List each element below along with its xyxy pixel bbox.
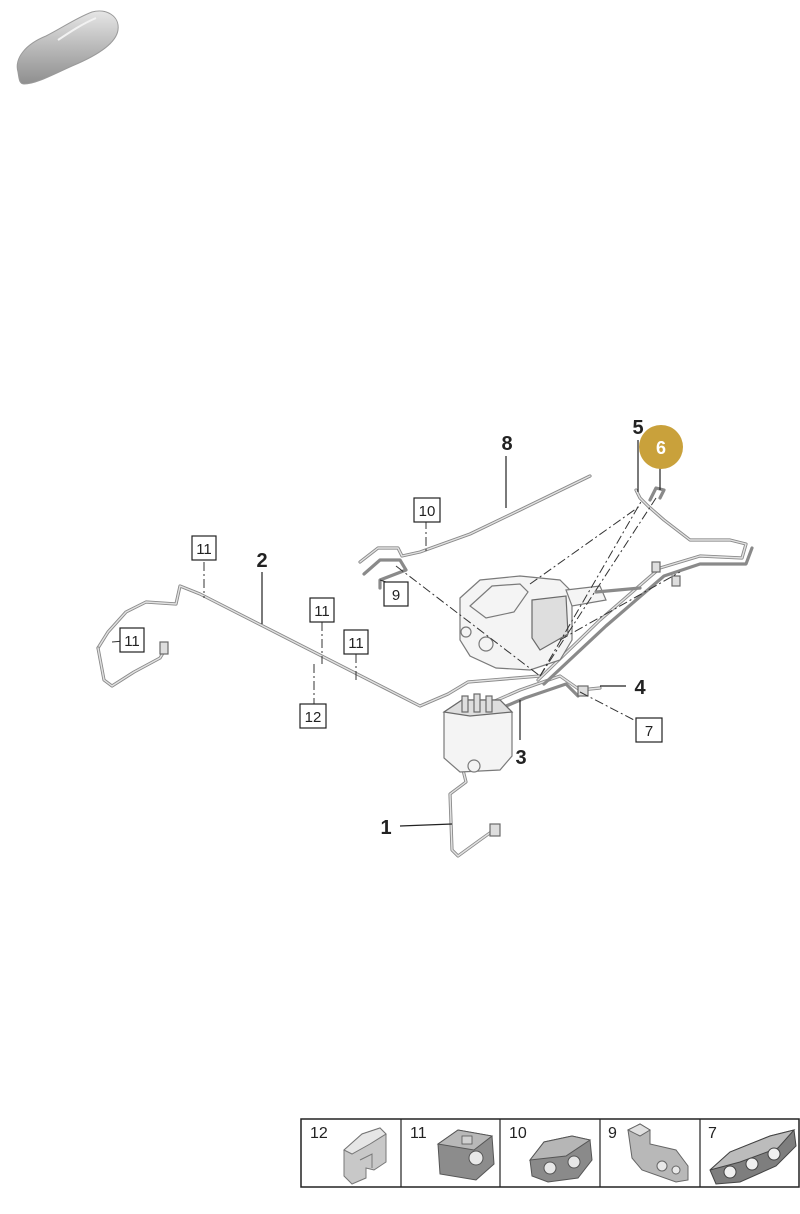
legend-label-9: 9	[608, 1125, 617, 1142]
clip-12-icon	[343, 1127, 387, 1185]
callout-5: 5	[632, 417, 643, 439]
legend-label-10: 10	[509, 1125, 527, 1142]
legend-label-12: 12	[310, 1125, 328, 1142]
callout-4: 4	[634, 677, 646, 699]
brake-line-pipes	[96, 474, 754, 858]
parts-legend-table: 12 11 10 9 7	[300, 1118, 800, 1188]
clip-10-icon	[528, 1135, 593, 1183]
callout-6-label: 6	[656, 438, 666, 458]
highlighted-callout-6[interactable]: 6	[639, 425, 683, 469]
clip-11-icon	[436, 1129, 495, 1181]
callout-2: 2	[256, 550, 267, 572]
svg-text:11: 11	[124, 633, 140, 650]
boxed-callout-10: 10	[413, 497, 441, 523]
hydraulic-unit	[442, 693, 514, 773]
brake-booster-assembly	[459, 575, 642, 671]
boxed-callout-9: 9	[383, 581, 409, 607]
svg-text:12: 12	[305, 709, 322, 726]
callout-8: 8	[501, 433, 512, 455]
legend-label-11: 11	[410, 1125, 427, 1142]
boxed-callout-11-c: 11	[343, 629, 369, 655]
svg-text:7: 7	[645, 723, 653, 740]
svg-text:11: 11	[314, 603, 330, 620]
callout-3: 3	[515, 747, 526, 769]
clip-7-icon	[709, 1129, 797, 1185]
assembly-lines	[111, 497, 681, 721]
car-silhouette-icon	[16, 10, 119, 85]
boxed-callout-7: 7	[635, 717, 663, 743]
boxed-callout-12: 12	[299, 703, 327, 729]
legend-label-7: 7	[708, 1125, 717, 1142]
svg-text:11: 11	[196, 541, 212, 558]
boxed-callout-11-b: 11	[309, 597, 335, 623]
svg-text:10: 10	[419, 503, 436, 520]
svg-text:9: 9	[392, 587, 400, 604]
svg-text:11: 11	[348, 635, 364, 652]
boxed-callout-11-a: 11	[191, 535, 217, 561]
leader-lines	[261, 440, 661, 827]
pipe-clips	[159, 561, 681, 837]
callout-1: 1	[380, 817, 391, 839]
clip-9-icon	[626, 1123, 689, 1183]
boxed-callout-11-d: 11	[119, 627, 145, 653]
